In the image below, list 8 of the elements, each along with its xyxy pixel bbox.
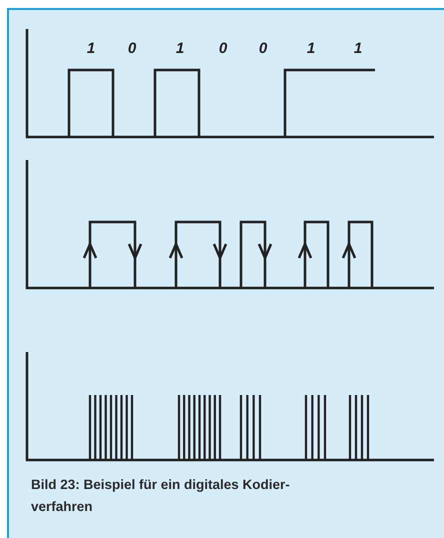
bit-value: 0 [258, 40, 268, 57]
bit-value: 1 [354, 40, 362, 57]
bit-value: 0 [218, 40, 228, 57]
bit-value: 0 [128, 40, 136, 57]
bit-value: 1 [176, 40, 184, 57]
bit-value: 1 [306, 40, 316, 57]
bit-value: 1 [86, 40, 96, 57]
figure-caption: Bild 23: Beispiel für ein digitales Kodier- verfahren [31, 476, 291, 516]
